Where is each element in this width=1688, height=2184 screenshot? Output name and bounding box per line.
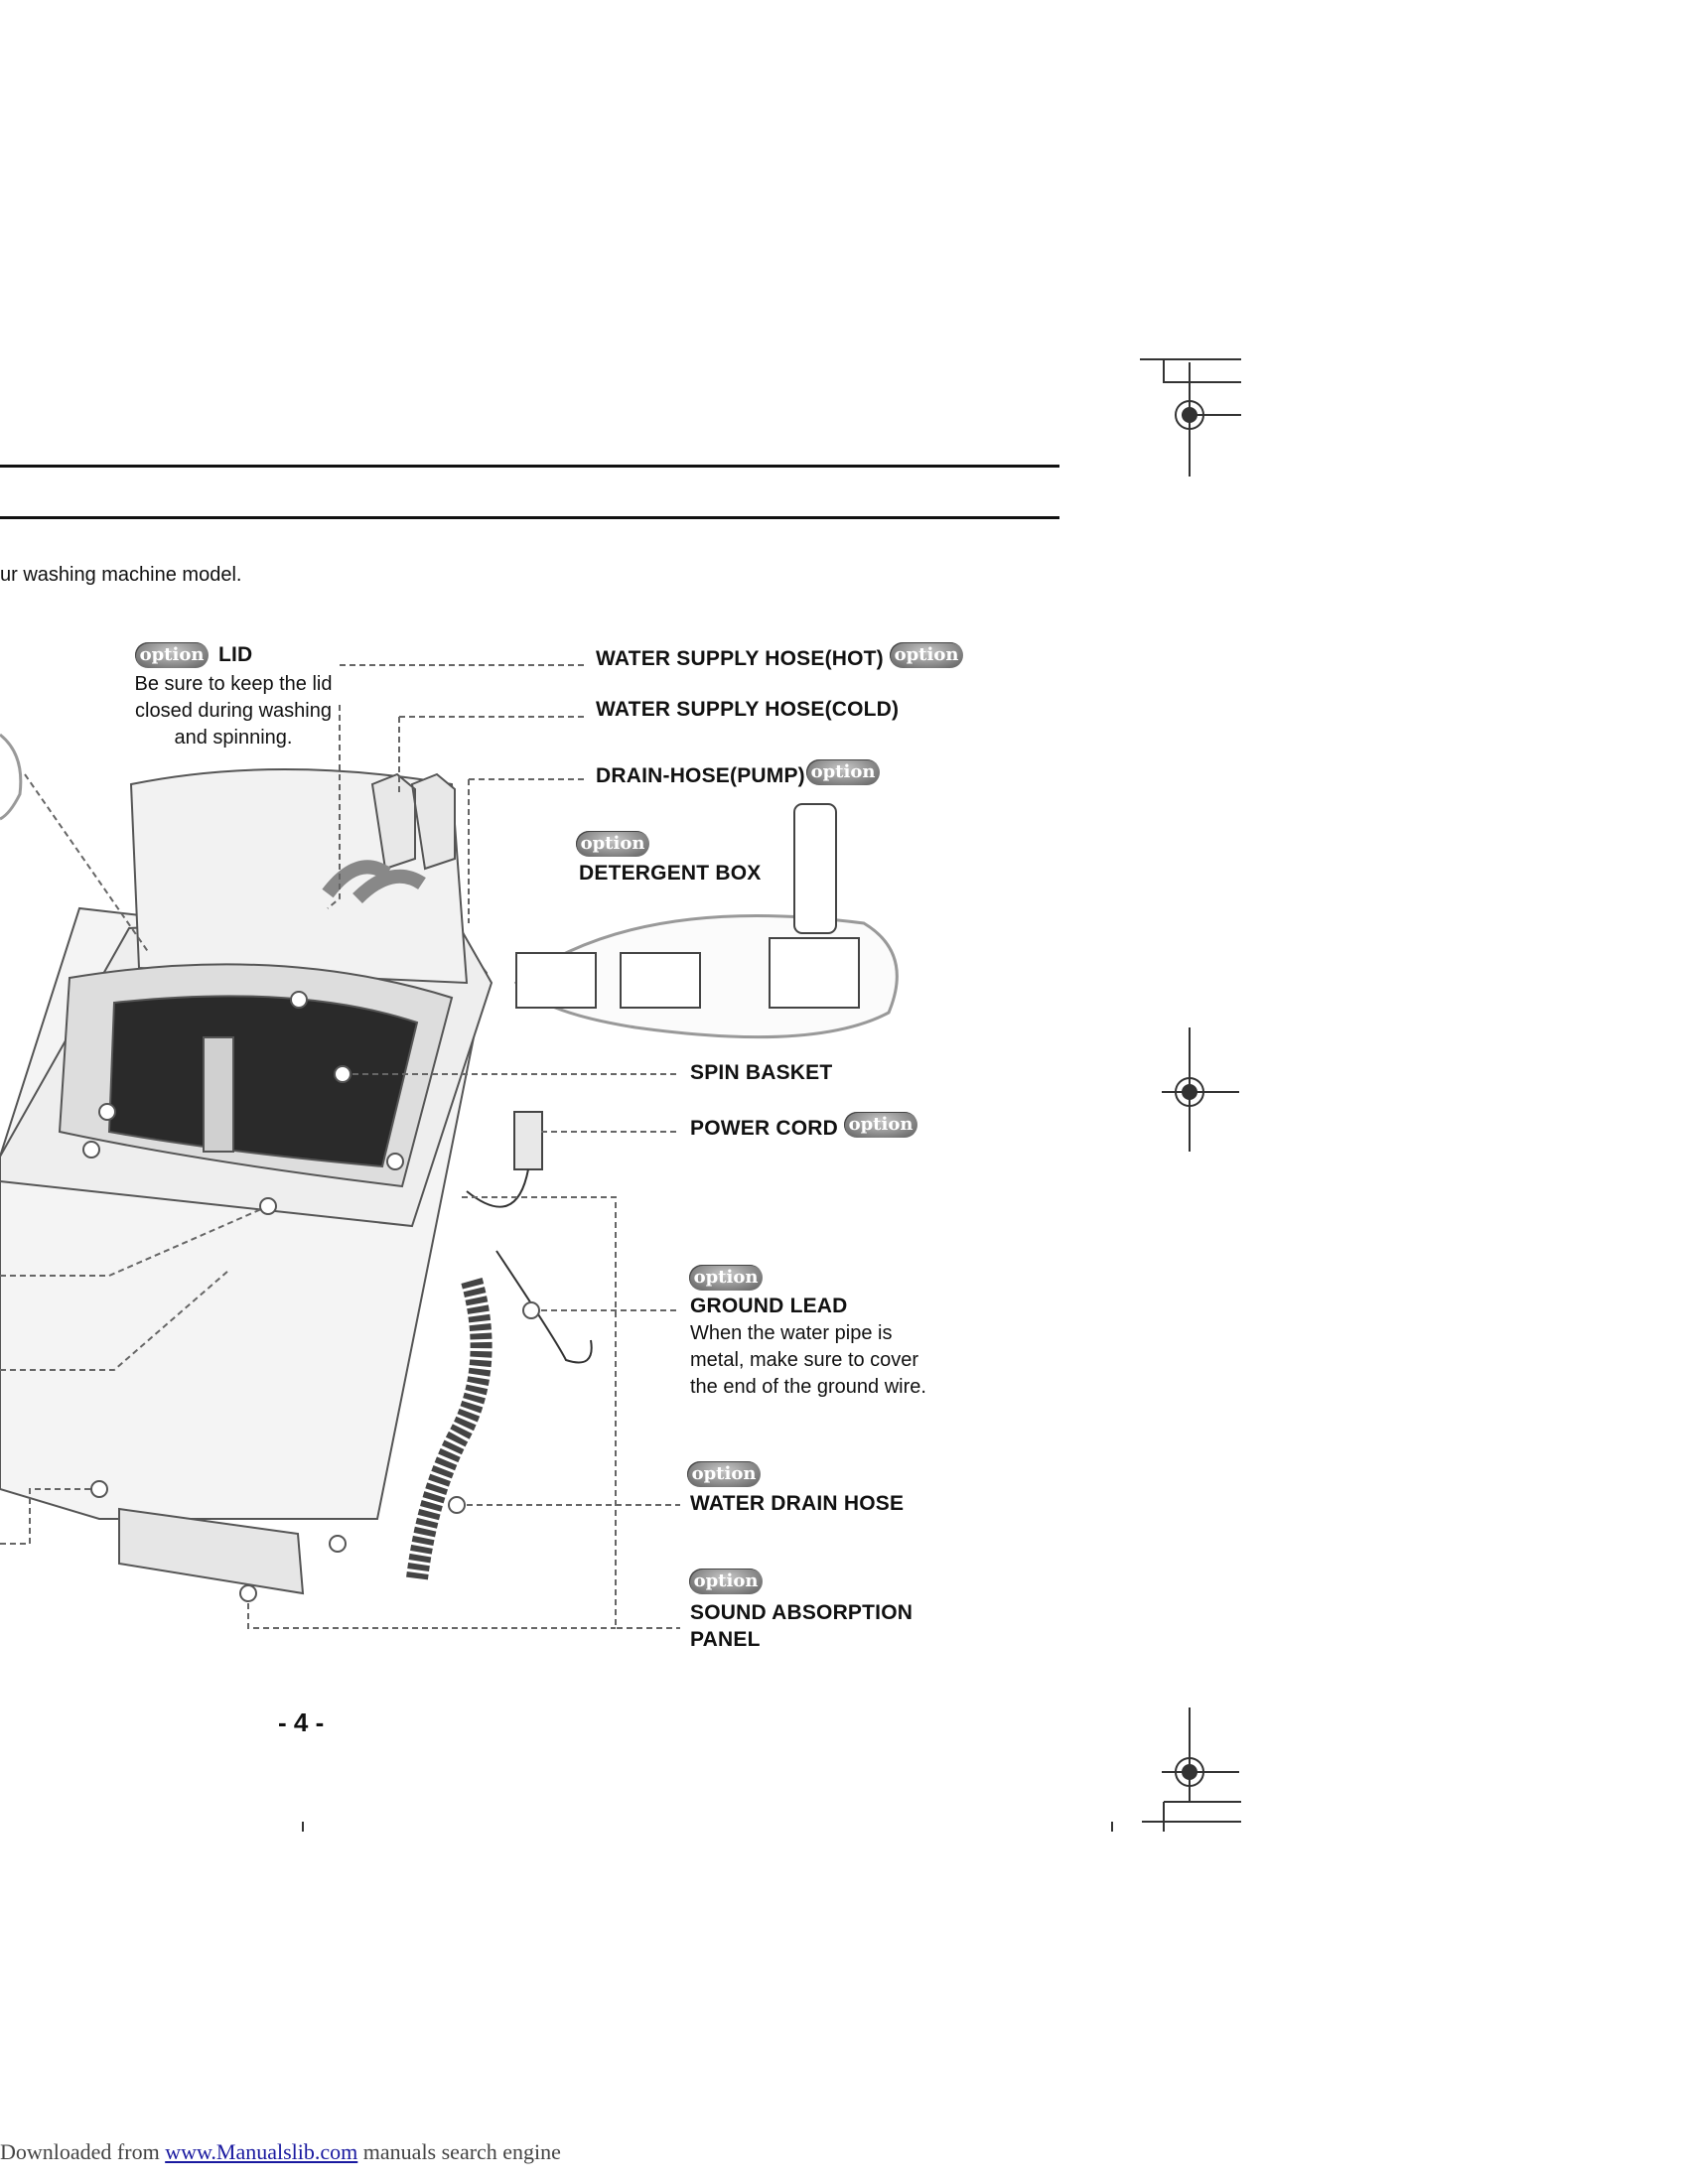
label-spin-basket: SPIN BASKET [690, 1061, 832, 1085]
label-sound-absorption-panel: SOUND ABSORPTION PANEL [690, 1599, 913, 1653]
option-badge-water-drain-hose: option [687, 1461, 761, 1487]
label-lid: LID [218, 643, 252, 667]
footer-prefix: Downloaded from [0, 2139, 165, 2164]
label-ground-lead: GROUND LEAD [690, 1295, 848, 1318]
label-water-supply-hose-cold: WATER SUPPLY HOSE(COLD) [596, 698, 899, 722]
page-number: - 4 - [278, 1707, 324, 1738]
drain-hose-corrugated [417, 1281, 482, 1578]
footer-link[interactable]: www.Manualslib.com [165, 2139, 357, 2164]
lid-description: Be sure to keep the lid closed during wa… [124, 671, 343, 751]
footer-suffix: manuals search engine [357, 2139, 561, 2164]
label-water-supply-hose-hot: WATER SUPPLY HOSE(HOT) [596, 647, 884, 671]
option-badge-ground-lead: option [689, 1265, 763, 1291]
option-badge-lid: option [135, 642, 209, 668]
option-badge-water-supply-hot: option [890, 642, 963, 668]
option-badge-detergent-box: option [576, 831, 649, 857]
option-badge-sound-absorption-panel: option [689, 1569, 763, 1594]
footer: Downloaded from www.Manualslib.com manua… [0, 2139, 561, 2165]
label-water-drain-hose: WATER DRAIN HOSE [690, 1492, 904, 1516]
option-badge-drain-hose-pump: option [806, 759, 880, 785]
label-detergent-box: DETERGENT BOX [579, 862, 761, 886]
label-power-cord: POWER CORD [690, 1117, 838, 1141]
base-drawer [119, 1509, 303, 1593]
option-badge-power-cord: option [844, 1112, 917, 1138]
label-drain-hose-pump: DRAIN-HOSE(PUMP) [596, 764, 805, 788]
faucets [372, 774, 455, 869]
ground-lead-description: When the water pipe is metal, make sure … [690, 1320, 988, 1401]
